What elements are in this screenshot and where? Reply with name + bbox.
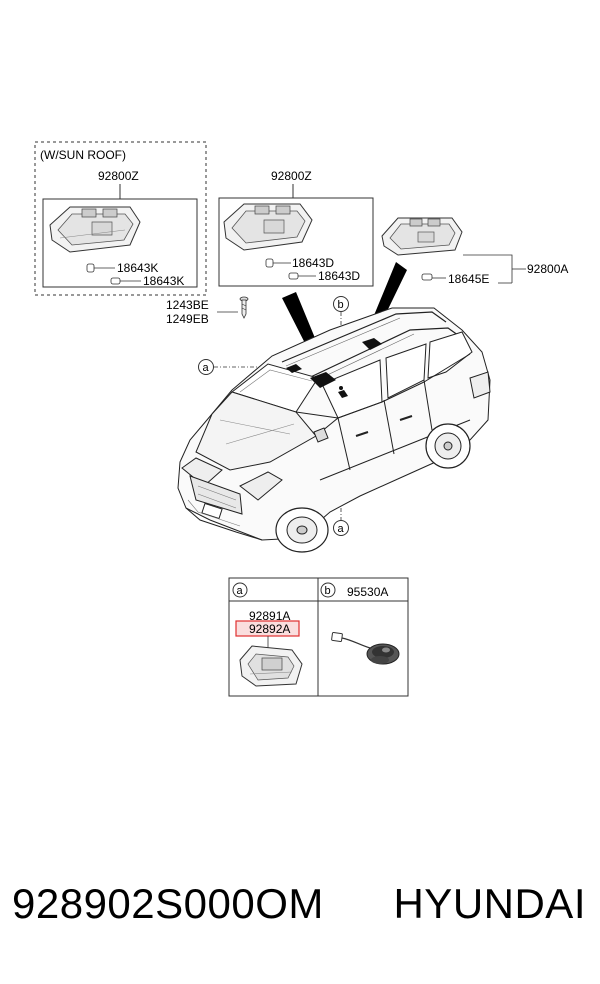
- highlight-box: [235, 620, 300, 637]
- screw-icon: [239, 296, 249, 319]
- part-label-92800z-sunroof: 92800Z: [98, 169, 139, 183]
- part-label-92892a: 92892A: [249, 622, 290, 636]
- screw-group: 1243BE 1249EB: [166, 296, 249, 326]
- detail-b-tag: b: [320, 582, 336, 598]
- roof-lamp-markers: [286, 338, 382, 398]
- sunroof-overhead-lamp: [49, 206, 141, 253]
- rear-overhead-lamp: [381, 217, 463, 256]
- part-label-95530a: 95530A: [347, 585, 388, 599]
- sunroof-lamp-box: [42, 198, 198, 288]
- bulb-icon: [421, 273, 446, 281]
- center-overhead-lamp: [223, 203, 313, 251]
- bulb-icon: [86, 263, 115, 273]
- sunroof-group-frame: [34, 141, 207, 296]
- bulb-icon: [265, 258, 291, 268]
- svg-text:a: a: [203, 362, 210, 374]
- part-label-1243be: 1243BE: [166, 298, 209, 312]
- svg-text:b: b: [325, 585, 331, 597]
- part-label-18643d-1: 18643D: [292, 256, 334, 270]
- bulb-icon: [110, 277, 141, 285]
- part-label-1249eb: 1249EB: [166, 312, 209, 326]
- center-lamp-group: 92800Z 18643D 18643D: [218, 169, 374, 287]
- vehicle-illustration: [177, 307, 491, 553]
- svg-text:a: a: [237, 585, 244, 597]
- part-label-92891a: 92891A: [249, 609, 290, 623]
- footer: 928902S000OM HYUNDAI: [0, 880, 600, 950]
- brand-name: HYUNDAI: [393, 880, 586, 927]
- part-number: 928902S000OM: [12, 880, 324, 927]
- part-label-92800z-center: 92800Z: [271, 169, 312, 183]
- part-label-18645e: 18645E: [448, 272, 489, 286]
- detail-table: a b 95530A 92891A 92892A: [228, 577, 409, 697]
- svg-text:a: a: [338, 523, 345, 535]
- sunroof-group: (W/SUN ROOF) 92800Z 18643K 18643K: [34, 141, 207, 296]
- bulb-icon: [288, 272, 316, 280]
- part-label-92800a: 92800A: [527, 262, 568, 276]
- rear-lamp-group: 92800A 18645E: [381, 217, 568, 286]
- map-lamp: [239, 645, 303, 687]
- svg-text:b: b: [338, 299, 344, 311]
- part-label-18643k-2: 18643K: [143, 274, 184, 288]
- part-label-18643d-2: 18643D: [318, 269, 360, 283]
- detail-a-tag: a: [232, 582, 248, 598]
- part-label-18643k-1: 18643K: [117, 261, 158, 275]
- sunroof-group-title: (W/SUN ROOF): [40, 148, 126, 162]
- center-lamp-box: [218, 197, 374, 287]
- sensor-95530a: [331, 631, 400, 665]
